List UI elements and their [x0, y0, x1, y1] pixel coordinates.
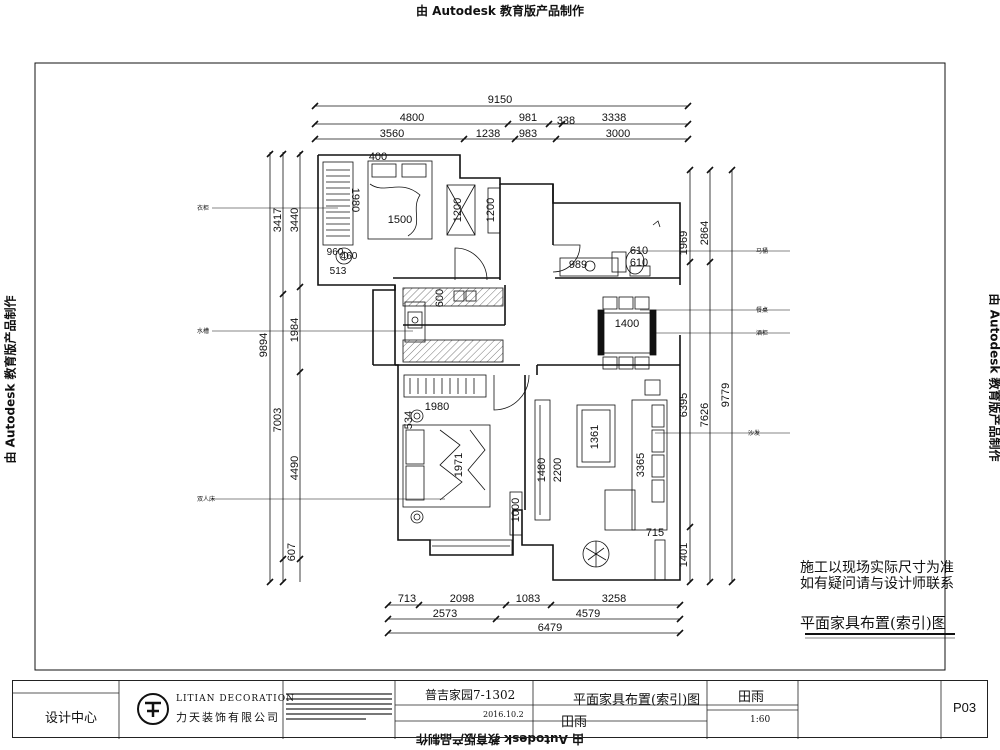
callout-wine-cabinet: 酒柜 — [756, 329, 768, 337]
label-side-c: 513 — [330, 266, 347, 277]
dimension-texts: 9150 4800 981 338 3338 3560 1238 983 300… — [258, 94, 732, 634]
label-cab-b: 1200 — [485, 198, 497, 222]
dim-bottom-total: 6479 — [538, 622, 562, 634]
dim-top-row3-d: 3000 — [606, 128, 630, 140]
wardrobe-hangers-bottom — [409, 378, 475, 394]
label-bath-a: 989 — [569, 259, 587, 271]
label-wardrobe-bottom: 1980 — [425, 401, 449, 413]
dim-right-inner-b: 6395 — [678, 393, 690, 417]
label-rug: 1361 — [589, 425, 601, 449]
dimension-lines — [269, 105, 733, 634]
dim-top-total: 9150 — [488, 94, 512, 106]
dim-top-row2-d: 3338 — [602, 112, 626, 124]
dim-left-mid-b: 7003 — [272, 408, 284, 432]
dim-right-inner-c: 1401 — [678, 543, 690, 567]
label-sofa-end: 715 — [646, 527, 664, 539]
title-block: 设计中心 LITIAN DECORATION 力天装饰有限公司 普吉家园7-13… — [12, 680, 988, 739]
label-bed-len: 1971 — [453, 453, 465, 477]
callout-double-bed: 双人床 — [197, 495, 215, 503]
drawing-frame — [34, 62, 946, 671]
note-line-2: 如有疑问请与设计师联系 — [800, 576, 954, 592]
callout-labels: 衣柜 水槽 双人床 马桶 餐桌 酒柜 沙发 — [197, 204, 768, 503]
dim-bottom-row2-b: 4579 — [576, 608, 600, 620]
dim-right-outer: 9779 — [720, 383, 732, 407]
dim-left-inner-b: 1984 — [289, 318, 301, 342]
furniture — [322, 160, 668, 581]
callout-sink: 水槽 — [197, 327, 209, 335]
callout-dining-table: 餐桌 — [756, 306, 768, 314]
company-name-cn: 力天装饰有限公司 — [176, 711, 280, 724]
label-wardrobe-top: 400 — [369, 151, 387, 163]
label-wardrobe-len: 1980 — [349, 188, 361, 212]
dim-top-row2-b: 981 — [519, 112, 537, 124]
project-name: 普吉家园7-1302 — [425, 688, 516, 702]
dim-top-row3-a: 3560 — [380, 128, 404, 140]
dim-bottom-row1-c: 1083 — [516, 593, 540, 605]
dim-bottom-row1-d: 3258 — [602, 593, 626, 605]
title-block-grid — [13, 681, 942, 739]
company-name-en: LITIAN DECORATION — [176, 694, 295, 704]
label-desk: 1000 — [510, 498, 522, 522]
dim-left-inner-c: 4490 — [289, 456, 301, 480]
sheet-number: P03 — [953, 700, 977, 715]
drawing-name: 平面家具布置(索引)图 — [573, 693, 701, 708]
label-bed-gap: 534 — [403, 411, 415, 429]
dim-bottom-row1-a: 713 — [398, 593, 416, 605]
dim-top-row3-c: 983 — [519, 128, 537, 140]
label-side-b: 460 — [341, 251, 358, 262]
callout-toilet: 马桶 — [756, 247, 768, 255]
dim-right-mid-a: 2864 — [699, 221, 711, 245]
dim-left-mid-a: 3417 — [272, 208, 284, 232]
dim-bottom-row1-b: 2098 — [450, 593, 474, 605]
dim-right-inner-a: 1969 — [678, 231, 690, 255]
label-cab-a: 1200 — [452, 198, 464, 222]
dim-left-outer: 9894 — [258, 333, 270, 357]
drawing-title: 平面家具布置(索引)图 — [800, 614, 947, 632]
label-tv-cab: 1480 — [536, 458, 548, 482]
callout-wardrobe: 衣柜 — [197, 204, 209, 212]
drawing-date: 2016.10.2 — [483, 710, 524, 719]
door-swings — [454, 244, 581, 411]
interior-labels: 400 1980 1500 1200 1200 960 460 513 600 … — [327, 151, 665, 539]
dimension-ticks — [266, 102, 736, 637]
note-line-1: 施工以现场实际尺寸为准 — [800, 560, 954, 576]
company-logo — [137, 693, 169, 725]
label-bath-c: 610 — [630, 257, 648, 269]
label-dining: 1400 — [615, 318, 639, 330]
dim-top-row3-b: 1238 — [476, 128, 500, 140]
label-bed-top: 1500 — [388, 214, 412, 226]
dim-bottom-row2-a: 2573 — [433, 608, 457, 620]
drawing-scale: 1:60 — [750, 715, 771, 725]
label-side-a: 960 — [327, 247, 344, 258]
dim-top-row2-c: 338 — [557, 115, 575, 127]
callout-sofa: 沙发 — [748, 429, 760, 437]
dim-left-mid-c: 607 — [286, 543, 298, 561]
label-bath-b: 610 — [630, 245, 648, 257]
watermark-top: 由 Autodesk 教育版产品制作 — [415, 4, 585, 18]
design-center-label: 设计中心 — [45, 711, 98, 726]
designer-name: 田雨 — [738, 690, 765, 705]
dim-top-row2-a: 4800 — [400, 112, 424, 124]
dim-left-inner-a: 3440 — [289, 208, 301, 232]
walls — [317, 154, 681, 581]
callout-leaders — [212, 207, 790, 500]
label-tv-wall: 2200 — [552, 458, 564, 482]
drawer-name: 田雨 — [561, 715, 588, 730]
dim-right-mid-b: 7626 — [699, 403, 711, 427]
label-sofa: 3365 — [635, 453, 647, 477]
label-kitchen: 600 — [434, 289, 446, 307]
wardrobe-hangers-top — [326, 169, 350, 237]
